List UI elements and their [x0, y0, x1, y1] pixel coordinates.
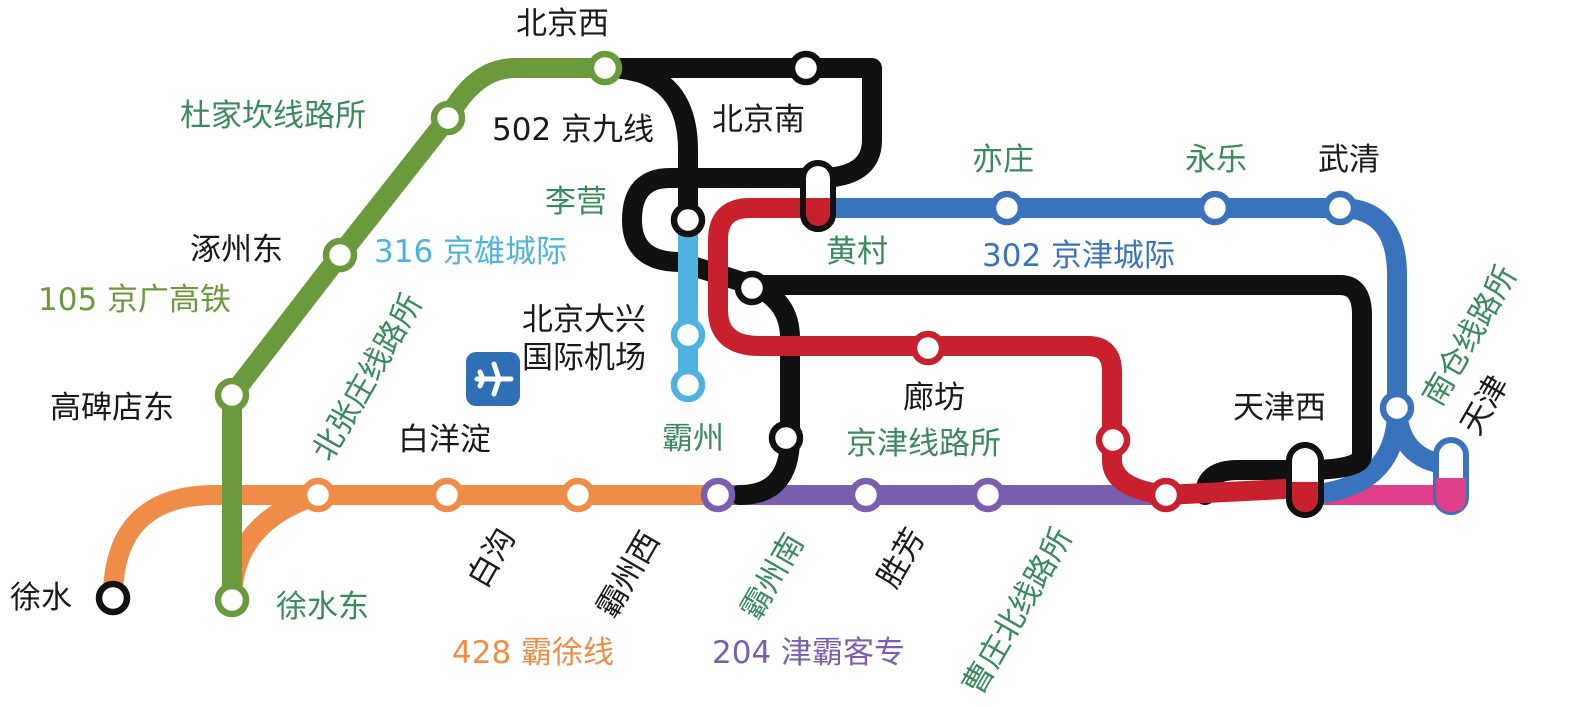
station-caozhuang-junction[interactable] — [1148, 477, 1184, 513]
stations-502 — [670, 50, 824, 456]
station-xushui-east[interactable] — [214, 582, 250, 618]
station-bazhou-junction[interactable] — [768, 420, 804, 456]
label-caozhuang-north: 曹庄北线路所 — [956, 522, 1080, 701]
label-beijing-west: 北京西 — [516, 6, 609, 42]
station-shengfang[interactable] — [970, 477, 1006, 513]
station-yongle[interactable] — [1197, 190, 1233, 226]
huangcun-outline — [800, 160, 836, 232]
station-yizhuang[interactable] — [989, 190, 1025, 226]
label-gaobeidian-east: 高碑店东 — [50, 390, 174, 426]
line-labels: 105 京广高铁 316 京雄城际 502 京九线 302 京津城际 428 霸… — [38, 112, 1175, 671]
label-line-502: 502 京九线 — [492, 112, 654, 148]
label-xushui: 徐水 — [10, 580, 72, 616]
label-bazhou-west: 霸州西 — [590, 525, 668, 624]
station-caozhuang-north[interactable] — [1095, 422, 1131, 458]
label-beijing-south: 北京南 — [712, 102, 805, 138]
label-bazhou: 霸州 — [662, 421, 724, 457]
label-line-316: 316 京雄城际 — [374, 234, 567, 270]
line-502-trunk — [595, 58, 698, 230]
station-zhuozhou-east[interactable] — [322, 237, 358, 273]
label-line-105: 105 京广高铁 — [38, 282, 231, 318]
station-luzhou-south[interactable] — [848, 477, 884, 513]
station-liying[interactable] — [670, 202, 706, 238]
station-beizhangzhuang[interactable] — [300, 477, 336, 513]
airplane-icon — [466, 352, 520, 406]
label-tianjin-west: 天津西 — [1233, 390, 1326, 426]
tianjin-west-outline — [1286, 442, 1324, 518]
stations-302 — [989, 190, 1415, 426]
line-302-jingjin-intercity — [808, 198, 1460, 505]
station-beijing-south[interactable] — [788, 50, 824, 86]
label-baigou: 白沟 — [461, 522, 523, 594]
station-daxing-airport[interactable] — [670, 317, 706, 353]
label-daxing-airport-2: 国际机场 — [522, 340, 646, 376]
line-428-main — [103, 485, 728, 608]
station-baiyangdian[interactable] — [429, 477, 465, 513]
station-beijing-west[interactable] — [587, 50, 623, 86]
label-yongle: 永乐 — [1185, 142, 1247, 178]
label-jingjin-box: 京津线路所 — [846, 426, 1001, 462]
stations-105 — [214, 50, 623, 618]
label-xushui-east: 徐水东 — [276, 589, 369, 625]
interchange-stations — [800, 160, 1469, 518]
label-line-428: 428 霸徐线 — [452, 635, 614, 671]
station-xushui[interactable] — [95, 580, 131, 616]
line-502-south — [730, 275, 800, 505]
station-nancang[interactable] — [1379, 390, 1415, 426]
label-langfang: 廊坊 — [903, 380, 965, 416]
stations-red — [910, 330, 1184, 513]
station-langfang[interactable] — [910, 330, 946, 366]
label-liying: 李营 — [545, 184, 607, 220]
station-gaobeidian-east[interactable] — [214, 377, 250, 413]
stations-204 — [700, 477, 1006, 513]
label-huangcun: 黄村 — [826, 234, 888, 270]
tianjin-west-red-half — [1289, 482, 1321, 515]
line-302-branch — [1295, 400, 1407, 505]
label-zhuozhou-east: 涿州东 — [190, 232, 283, 268]
station-baigou[interactable] — [560, 477, 596, 513]
station-bazhou[interactable] — [670, 367, 706, 403]
station-wuqing[interactable] — [1322, 190, 1358, 226]
tianjin-pink-half — [1436, 478, 1466, 512]
label-daxing-airport-1: 北京大兴 — [522, 302, 646, 338]
stations-428 — [95, 477, 596, 616]
label-baiyangdian: 白洋淀 — [398, 422, 491, 458]
station-junction-502[interactable] — [734, 270, 770, 306]
station-bazhou-west[interactable] — [700, 477, 736, 513]
huangcun-red-half — [803, 198, 833, 229]
label-yizhuang: 亦庄 — [972, 142, 1034, 178]
label-shengfang: 胜芳 — [871, 522, 933, 594]
line-302-main — [808, 198, 1460, 475]
label-line-302: 302 京津城际 — [982, 238, 1175, 274]
line-105-jingguang — [222, 58, 615, 610]
label-wuqing: 武清 — [1318, 142, 1380, 178]
stations-316 — [670, 317, 706, 403]
line-428-branch — [222, 485, 328, 610]
label-luzhou-south: 霸州南 — [734, 527, 812, 626]
label-dujiakan: 杜家坎线路所 — [180, 98, 366, 134]
label-line-204: 204 津霸客专 — [712, 635, 905, 671]
station-dujiakan[interactable] — [430, 100, 466, 136]
